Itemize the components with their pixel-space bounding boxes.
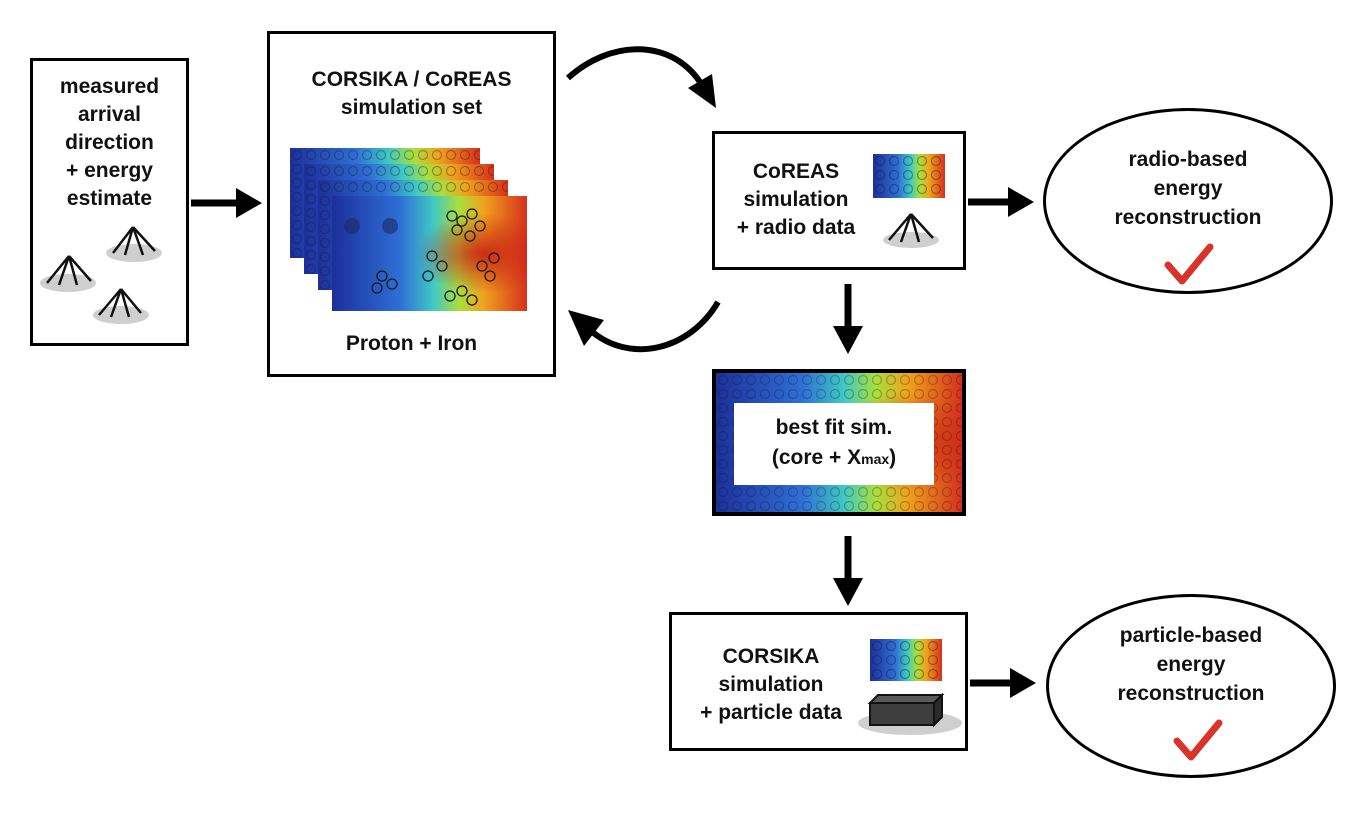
arrow-coreas-to-radio: [968, 187, 1034, 217]
antenna-station-icon: [40, 226, 162, 324]
heatmap-thumbnail-image: [873, 154, 945, 198]
particle-detector-icon: [858, 692, 962, 735]
checkmark-icon: [1173, 719, 1223, 761]
radio-result-label: radio-based energy reconstruction: [1114, 148, 1262, 229]
radio-result-oval: radio-based energy reconstruction: [1043, 108, 1333, 294]
simulation-set-title: CORSIKA / CoREAS simulation set: [311, 68, 512, 119]
arrow-corsika-to-particle: [970, 668, 1036, 698]
particle-result-oval: particle-based energy reconstruction: [1046, 594, 1336, 778]
best-fit-box: best fit sim. (core + Xmax): [712, 369, 966, 516]
arrow-input-to-simset: [191, 188, 262, 218]
best-fit-label: best fit sim. (core + Xmax): [771, 416, 897, 469]
heatmap-thumbnail-image: [870, 639, 942, 681]
arrow-coreas-to-bestfit: [833, 284, 863, 354]
corsika-box-label: CORSIKA simulation + particle data: [700, 645, 842, 724]
corsika-box: CORSIKA simulation + particle data: [669, 612, 968, 751]
particle-result-label: particle-based energy reconstruction: [1117, 624, 1265, 705]
coreas-box-label: CoREAS simulation + radio data: [736, 160, 856, 239]
input-box-label: measured arrival direction + energy esti…: [59, 75, 160, 210]
arrow-coreas-to-simset: [568, 300, 721, 353]
heatmap-stack-image: [290, 148, 527, 311]
checkmark-icon: [1164, 243, 1214, 285]
arrow-bestfit-to-corsika: [833, 536, 863, 606]
arrow-simset-to-coreas: [565, 46, 716, 108]
antenna-icon: [883, 213, 939, 248]
simulation-set-box: CORSIKA / CoREAS simulation set Proton +…: [267, 31, 556, 377]
coreas-box: CoREAS simulation + radio data: [712, 131, 966, 270]
input-box: measured arrival direction + energy esti…: [30, 58, 189, 346]
simulation-set-footer: Proton + Iron: [345, 332, 478, 355]
best-fit-label-card: best fit sim. (core + Xmax): [734, 403, 934, 485]
